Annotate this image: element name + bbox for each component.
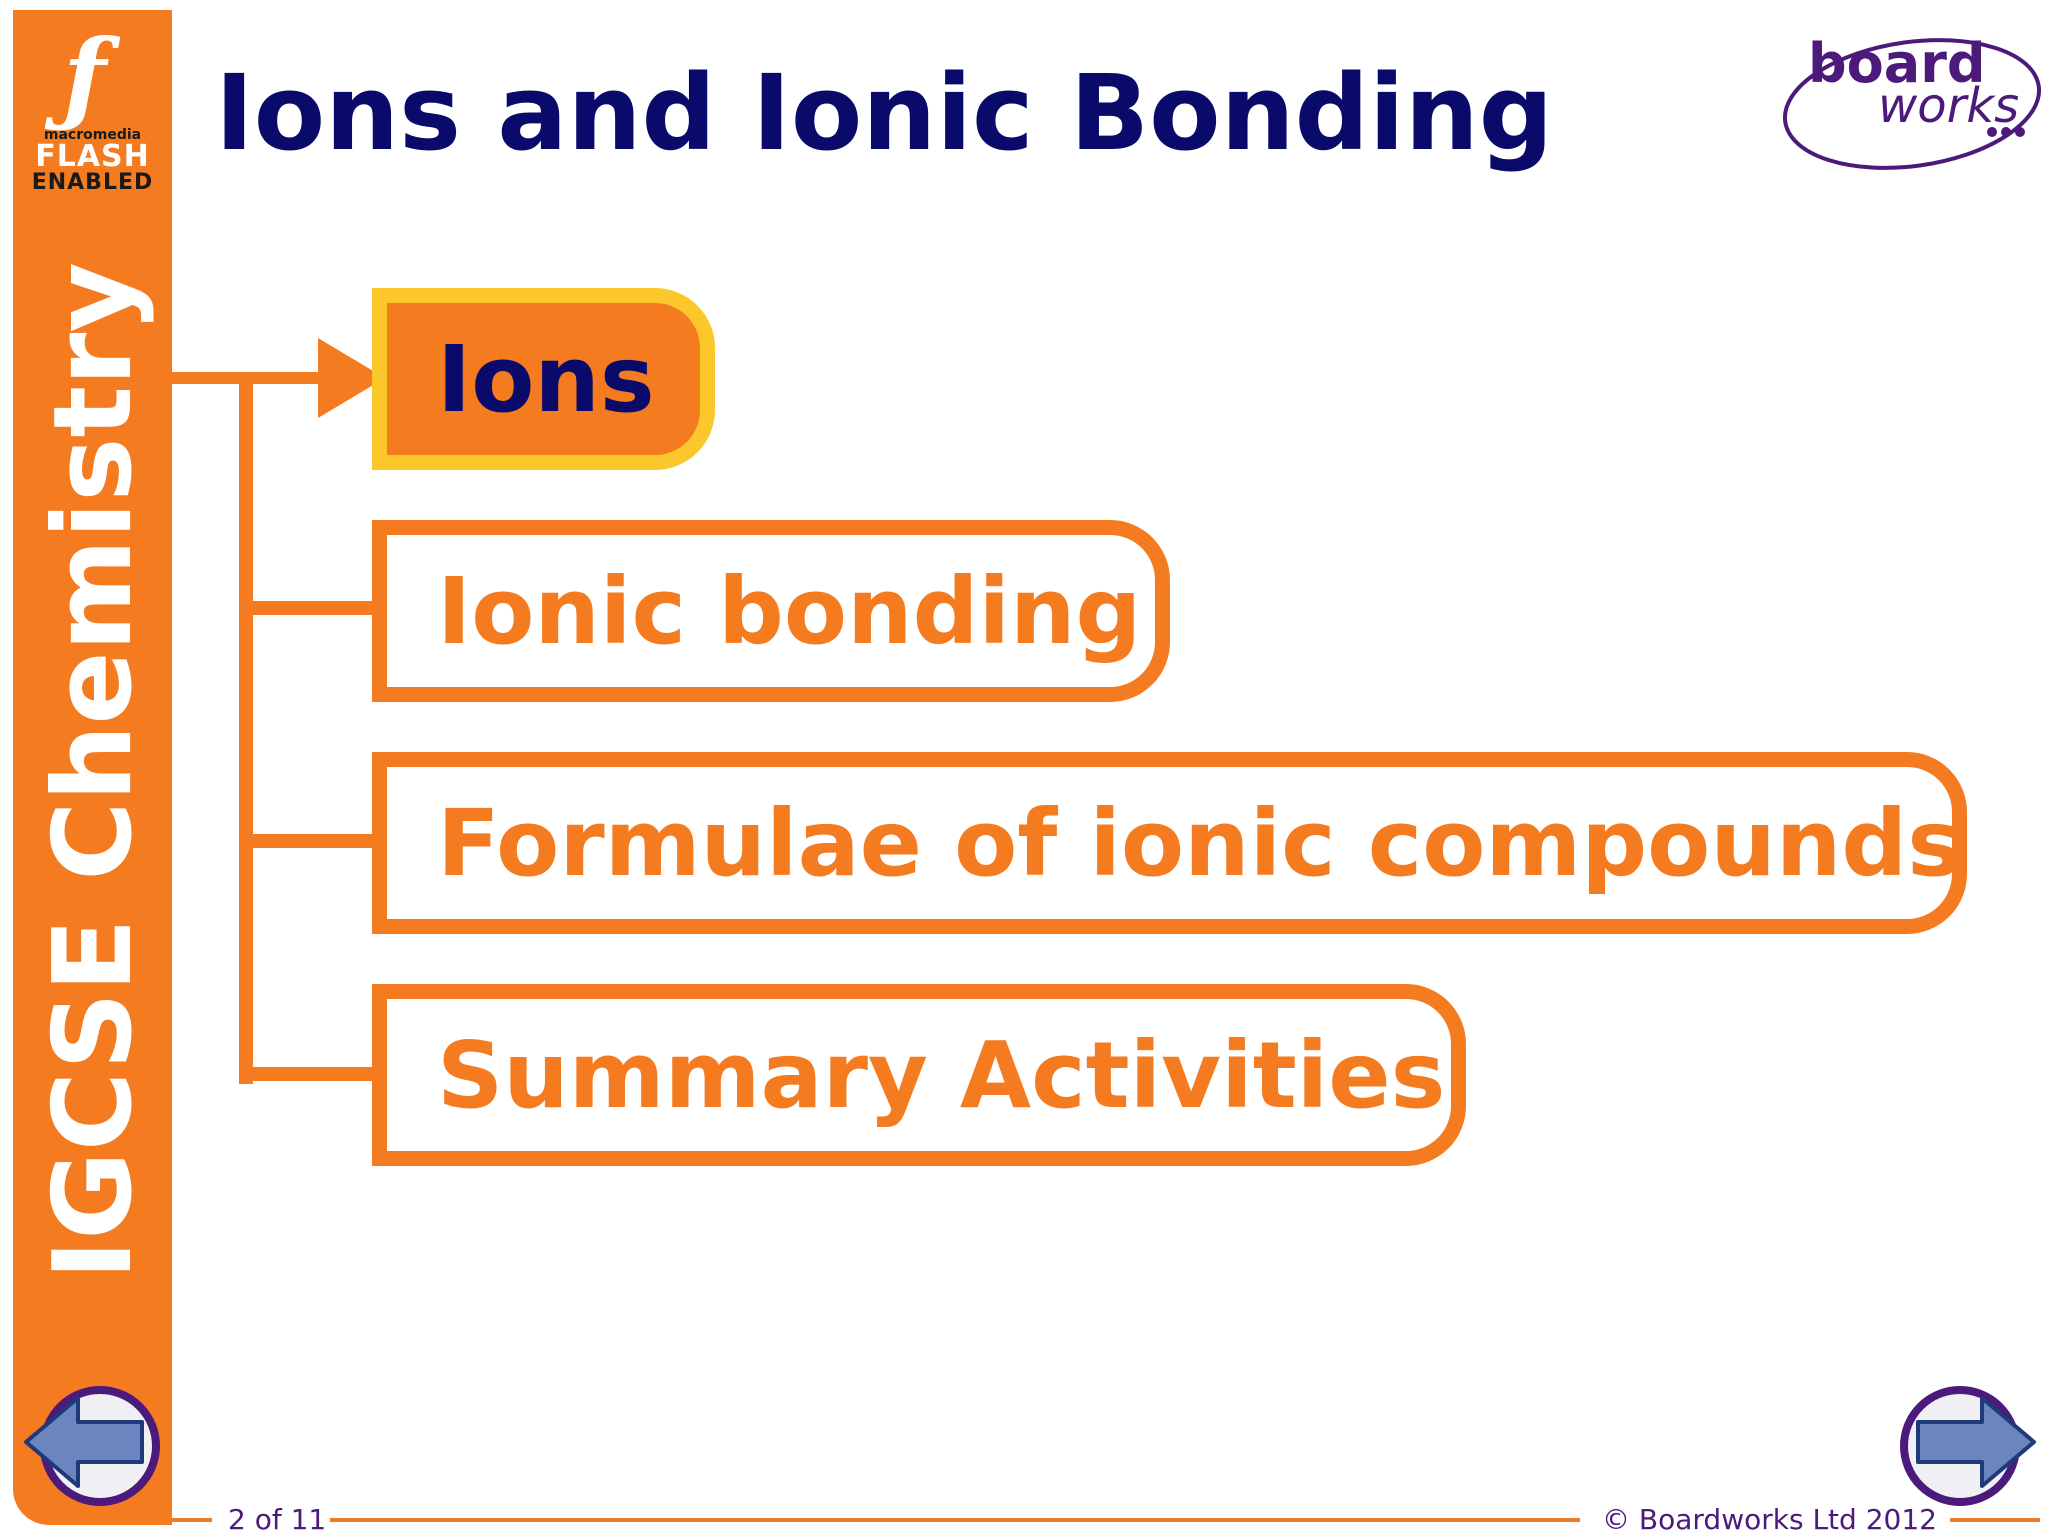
footer-line-left — [172, 1518, 212, 1522]
logo-line2: works — [1878, 78, 2019, 134]
footer-line-right — [1950, 1518, 2040, 1522]
menu-item-label: Formulae of ionic compounds — [437, 789, 1962, 897]
sidebar — [13, 10, 172, 1525]
forward-arrow-icon[interactable] — [1892, 1378, 2042, 1508]
flash-macro-text: macromedia — [43, 127, 142, 143]
copyright: © Boardworks Ltd 2012 — [1602, 1503, 1937, 1536]
menu-item-ions[interactable]: Ions — [372, 288, 715, 470]
logo-line1: board — [1808, 32, 1985, 95]
boardworks-logo: board works — [1782, 32, 2042, 170]
menu-item-formulae[interactable]: Formulae of ionic compounds — [372, 752, 1967, 934]
flash-f-icon: ƒ — [63, 17, 107, 135]
menu-item-label: Summary Activities — [437, 1021, 1446, 1129]
menu-item-summary-activities[interactable]: Summary Activities — [372, 984, 1466, 1166]
menu-item-label: Ions — [437, 325, 655, 433]
flash-word-text: FLASH — [35, 139, 150, 174]
page-number: 2 of 11 — [228, 1503, 327, 1536]
menu-item-ionic-bonding[interactable]: Ionic bonding — [372, 520, 1170, 702]
back-arrow-icon[interactable] — [18, 1378, 168, 1508]
flash-enabled-text: ENABLED — [31, 170, 154, 195]
flash-enabled-badge: ƒ macromedia FLASH ENABLED — [13, 20, 172, 200]
menu-item-label: Ionic bonding — [437, 557, 1142, 665]
footer-line-middle — [330, 1518, 1580, 1522]
page-title: Ions and Ionic Bonding — [215, 52, 1554, 174]
